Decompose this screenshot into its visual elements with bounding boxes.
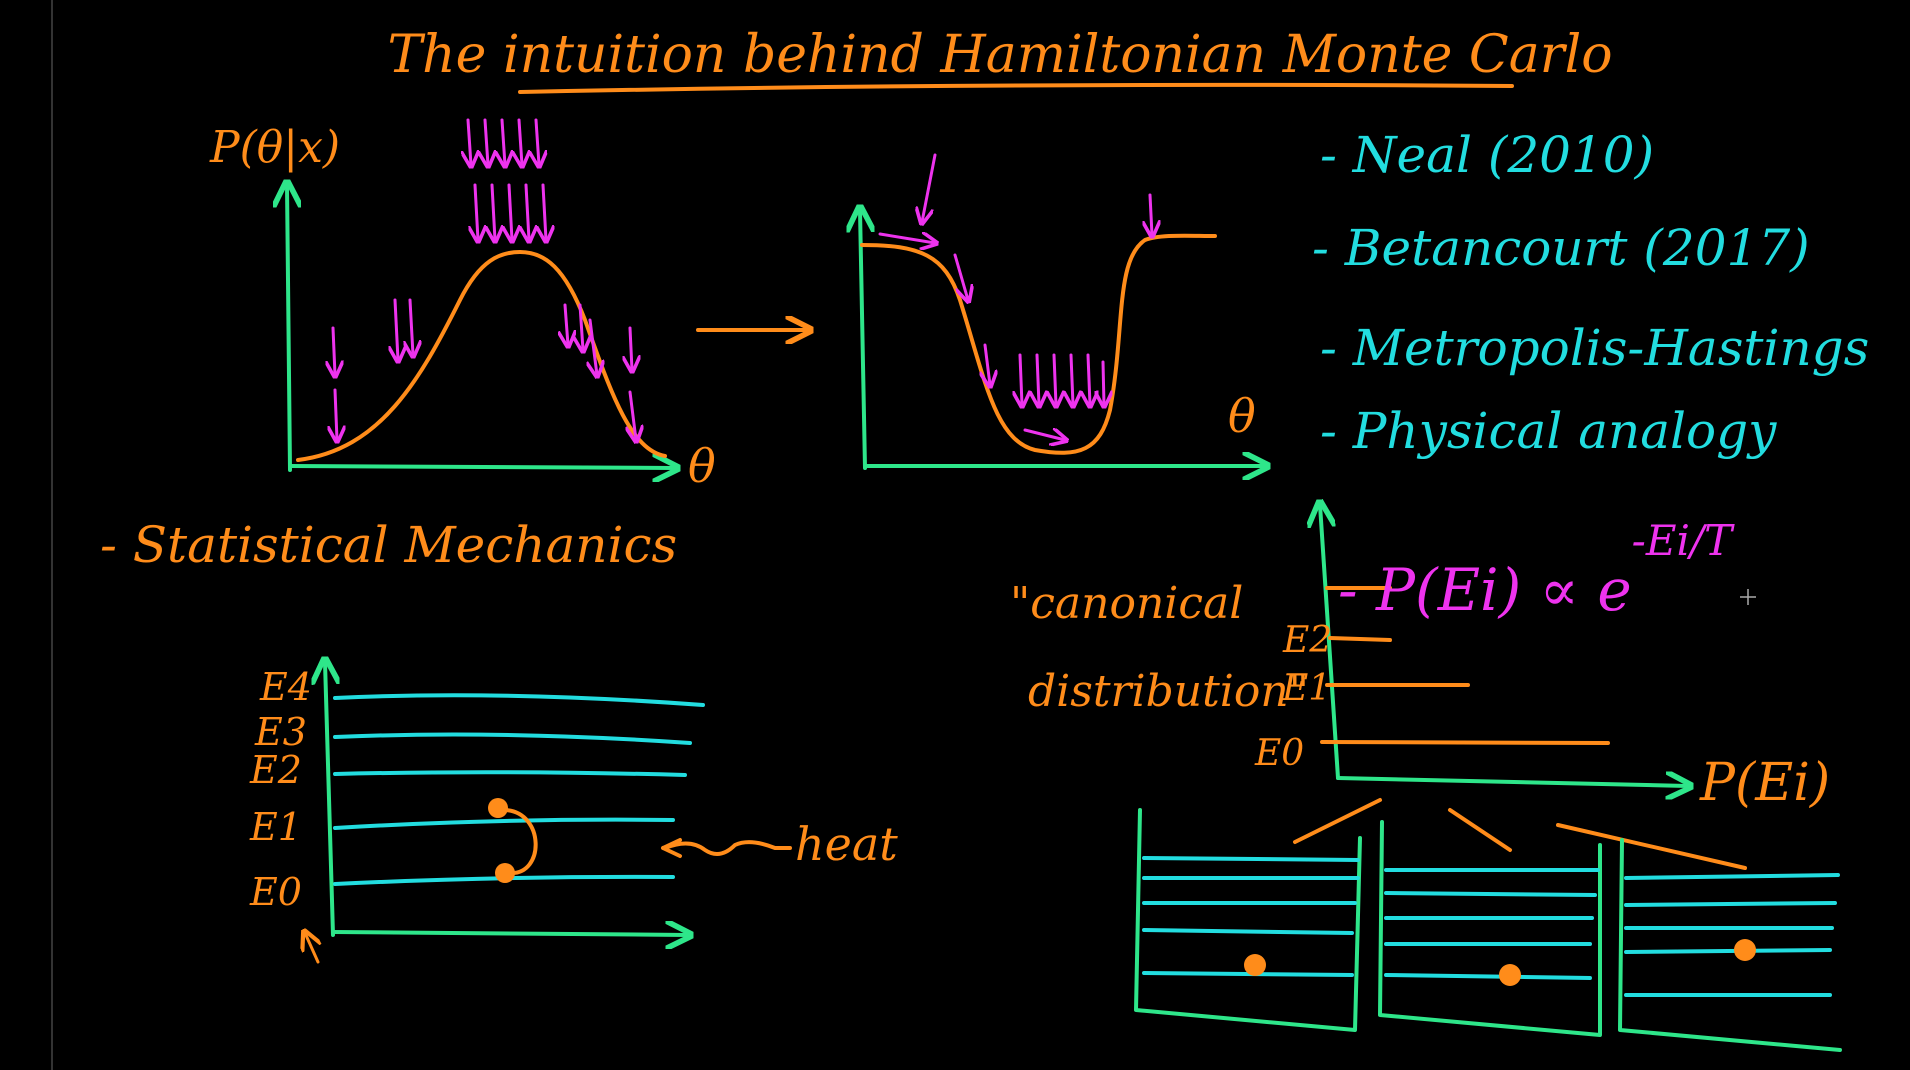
level-label: E4: [259, 665, 312, 709]
posterior-curve: [296, 250, 667, 462]
canonical-level-labels: E2 E1 E0: [1254, 620, 1332, 774]
transition-arc: [503, 808, 538, 876]
reference-item: - Metropolis-Hastings: [1320, 319, 1869, 377]
potential-curve: [860, 233, 1217, 455]
level-e4: [333, 693, 705, 707]
system-box-2: [1378, 820, 1602, 1037]
system-connectors: [1293, 798, 1747, 870]
level-label: E2: [249, 748, 302, 792]
references-list: - Neal (2010) - Betancourt (2017) - Metr…: [1312, 126, 1869, 460]
level-label: E2: [1282, 620, 1332, 661]
sample-arrows-right: [878, 153, 1152, 440]
energy-x-axis: [331, 932, 688, 935]
canonical-bars: [1320, 586, 1610, 745]
level-label: E0: [1254, 733, 1304, 774]
bar-e2: [1328, 636, 1392, 642]
canonical-y-axis: [1320, 505, 1340, 780]
reference-item: - Physical analogy: [1320, 402, 1777, 460]
particle: [1244, 954, 1266, 976]
canonical-distribution: "canonical distribution" E2 E1 E0 - P(Ei…: [1010, 505, 1842, 1052]
particle: [495, 863, 515, 883]
energy-levels: [333, 693, 705, 886]
reference-item: - Betancourt (2017): [1312, 219, 1810, 277]
level-label: E0: [249, 870, 302, 914]
heat-squiggle: [661, 838, 792, 858]
energy-y-axis: [325, 662, 333, 937]
system-box-3: [1618, 838, 1842, 1052]
energy-level-labels: E4 E3 E2 E1 E0: [249, 665, 312, 914]
potential-x-label: θ: [1228, 389, 1256, 443]
canonical-label-line1: "canonical: [1010, 578, 1243, 629]
ground-pointer-arrow: [305, 933, 318, 964]
level-e1: [333, 817, 675, 830]
title-underline: [518, 82, 1514, 94]
canonical-formula: - P(Ei) ∝ e-Ei/T: [1338, 516, 1735, 624]
energy-level-diagram: E4 E3 E2 E1 E0 heat: [249, 662, 898, 964]
level-e3: [333, 732, 692, 745]
particle: [488, 798, 508, 818]
level-label: E3: [254, 710, 307, 754]
canonical-label-line2: distribution": [1028, 666, 1309, 717]
stat-mech-heading: - Statistical Mechanics: [100, 516, 677, 574]
crosshair-cursor-icon: [1740, 589, 1756, 605]
heat-label: heat: [795, 817, 898, 871]
bar-e0: [1320, 740, 1610, 745]
level-e2: [333, 770, 687, 777]
page-title: The intuition behind Hamiltonian Monte C…: [387, 25, 1612, 85]
posterior-x-label: θ: [688, 439, 716, 493]
sample-arrows-left: [333, 118, 636, 440]
posterior-x-axis: [288, 466, 675, 468]
formula-exponent: -Ei/T: [1632, 516, 1735, 565]
reference-item: - Neal (2010): [1320, 126, 1654, 184]
posterior-y-label: P(θ|x): [209, 122, 340, 173]
canonical-x-label: P(Ei): [1699, 753, 1830, 813]
posterior-plot: P(θ|x) θ: [209, 118, 716, 493]
formula-base: - P(Ei) ∝ e: [1338, 556, 1632, 624]
level-label: E1: [249, 805, 302, 849]
canonical-x-axis: [1336, 778, 1688, 786]
level-label: E1: [1281, 668, 1331, 709]
particle: [1499, 964, 1521, 986]
potential-y-axis: [860, 210, 865, 470]
posterior-y-axis: [287, 185, 290, 472]
particle: [1734, 939, 1756, 961]
system-box-1: [1134, 808, 1362, 1032]
potential-plot: θ: [860, 153, 1265, 470]
